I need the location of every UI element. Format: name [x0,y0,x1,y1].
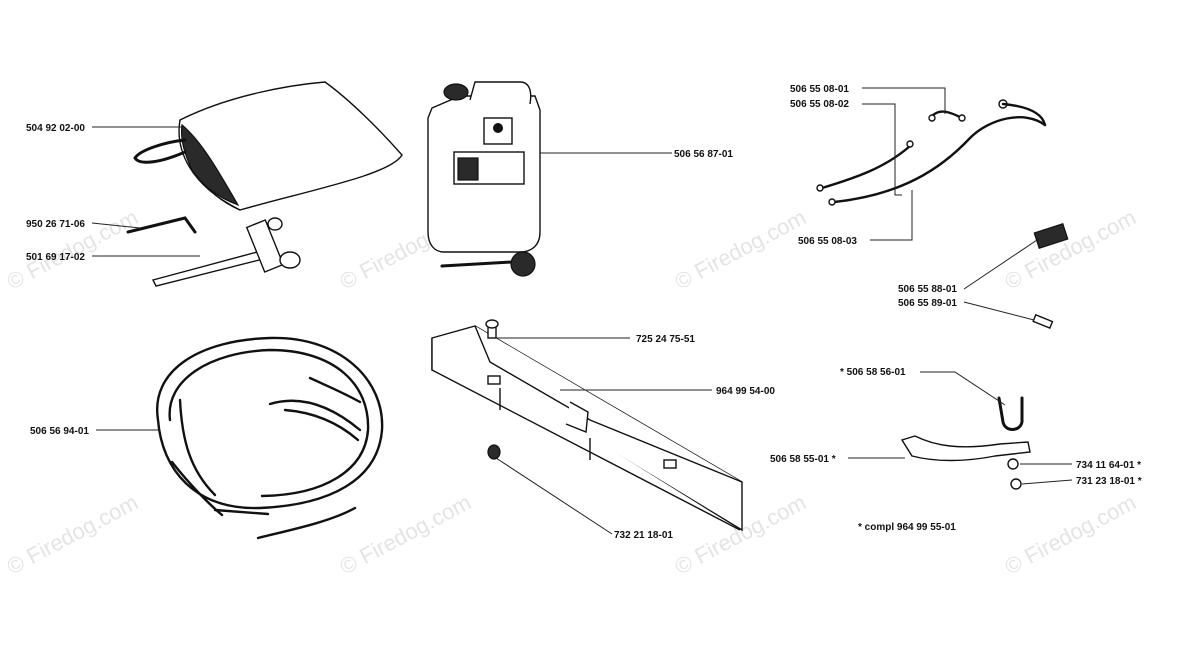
label-coil: 506 56 94-01 [30,426,89,437]
spark-plug-wrench-part [151,217,301,287]
u-bolt-part [997,396,1024,431]
watermark: © Firedog.com [336,489,475,579]
watermark: © Firedog.com [3,489,142,579]
label-cable-b: 506 55 08-02 [790,99,849,110]
watermark: © Firedog.com [1001,489,1140,579]
label-bag: 504 92 02-00 [26,123,85,134]
label-cable-c: 506 55 08-03 [798,236,857,247]
canister-part [427,81,541,277]
part-labels: 504 92 02-00 950 26 71-06 501 69 17-02 5… [26,84,1142,541]
label-beam: 964 99 54-00 [716,386,775,397]
label-beam-nut: 732 21 18-01 [614,530,673,541]
label-cable-a: 506 55 08-01 [790,84,849,95]
label-nut-b: 731 23 18-01 * [1076,476,1142,487]
label-connector-b: 506 55 89-01 [898,298,957,309]
label-hex-key: 950 26 71-06 [26,219,85,230]
label-bracket: 506 58 55-01 * [770,454,836,465]
label-screw: 725 24 75-51 [636,334,695,345]
tool-bag-part [133,81,403,211]
hex-key-part [126,216,197,234]
label-compl-note: * compl 964 99 55-01 [858,522,956,533]
label-wrench: 501 69 17-02 [26,252,85,263]
label-connector-a: 506 55 88-01 [898,284,957,295]
beam-part [431,319,743,532]
label-u-bolt: * 506 58 56-01 [840,367,906,378]
bracket-part [900,435,1031,490]
watermark: © Firedog.com [1001,204,1140,294]
watermark: © Firedog.com [671,204,810,294]
watermark: © Firedog.com [3,204,142,294]
label-canister: 506 56 87-01 [674,149,733,160]
label-nut-a: 734 11 64-01 * [1076,460,1141,471]
leader-lines [91,87,1073,535]
cable-coil-part [155,336,384,540]
cables-part [816,99,1047,206]
